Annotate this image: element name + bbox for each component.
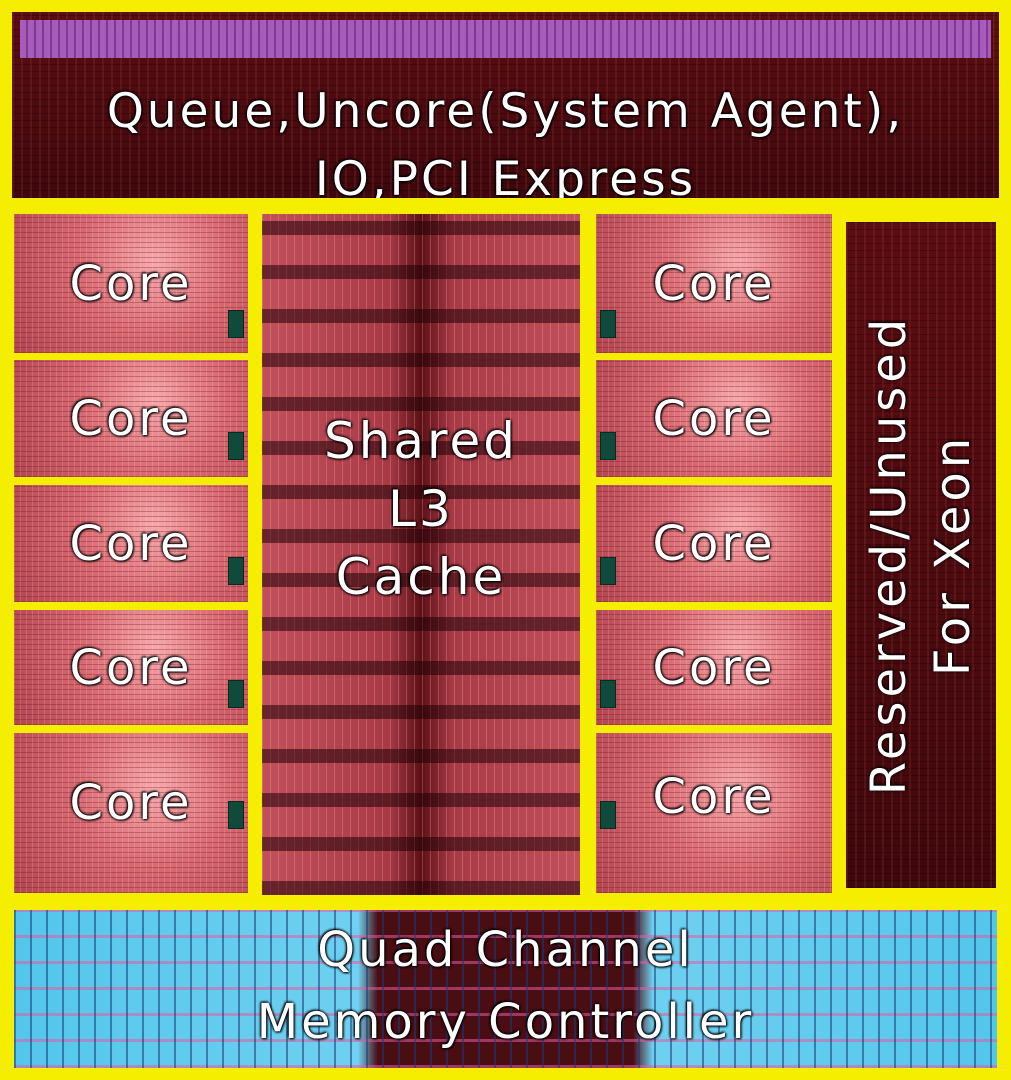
uncore-region: Queue,Uncore(System Agent), IO,PCI Expre… bbox=[12, 12, 999, 198]
memory-controller-region: Quad Channel Memory Controller bbox=[14, 910, 997, 1068]
core-label: Core bbox=[596, 640, 832, 696]
core-label: Core bbox=[14, 391, 248, 447]
reserved-label-line1: Reserved/Unused bbox=[857, 315, 921, 796]
core-left-1: Core bbox=[14, 214, 248, 353]
reserved-label: Reserved/Unused For Xeon bbox=[857, 315, 985, 796]
core-label: Core bbox=[14, 775, 248, 831]
core-connector bbox=[600, 801, 616, 829]
uncore-label-line1: Queue,Uncore(System Agent), bbox=[12, 84, 999, 139]
cache-label-line2: L3 bbox=[262, 480, 580, 538]
core-label: Core bbox=[596, 256, 832, 312]
core-connector bbox=[600, 432, 616, 460]
core-label: Core bbox=[596, 391, 832, 447]
core-right-1: Core bbox=[596, 214, 832, 353]
core-left-5: Core bbox=[14, 733, 248, 893]
core-label: Core bbox=[596, 516, 832, 572]
core-right-2: Core bbox=[596, 360, 832, 477]
core-left-4: Core bbox=[14, 610, 248, 725]
cache-label-line1: Shared bbox=[262, 412, 580, 470]
core-connector bbox=[228, 557, 244, 585]
core-right-4: Core bbox=[596, 610, 832, 725]
uncore-label-line2: IO,PCI Express bbox=[12, 152, 999, 198]
core-label: Core bbox=[14, 256, 248, 312]
core-right-5: Core bbox=[596, 733, 832, 893]
core-connector bbox=[600, 680, 616, 708]
reserved-region: Reserved/Unused For Xeon bbox=[846, 222, 996, 888]
reserved-label-line2: For Xeon bbox=[921, 315, 985, 796]
core-label: Core bbox=[14, 640, 248, 696]
cache-label-line3: Cache bbox=[262, 548, 580, 606]
core-label: Core bbox=[14, 516, 248, 572]
core-connector bbox=[600, 557, 616, 585]
l3-cache-region: Shared L3 Cache bbox=[262, 214, 580, 895]
memory-label-line2: Memory Controller bbox=[14, 994, 997, 1050]
core-connector bbox=[228, 310, 244, 338]
core-connector bbox=[228, 801, 244, 829]
core-label: Core bbox=[596, 769, 832, 825]
core-connector bbox=[228, 432, 244, 460]
core-left-2: Core bbox=[14, 360, 248, 477]
core-left-3: Core bbox=[14, 485, 248, 602]
core-right-3: Core bbox=[596, 485, 832, 602]
core-connector bbox=[600, 310, 616, 338]
io-pad-strip bbox=[20, 20, 991, 58]
memory-label-line1: Quad Channel bbox=[14, 922, 997, 978]
core-connector bbox=[228, 680, 244, 708]
